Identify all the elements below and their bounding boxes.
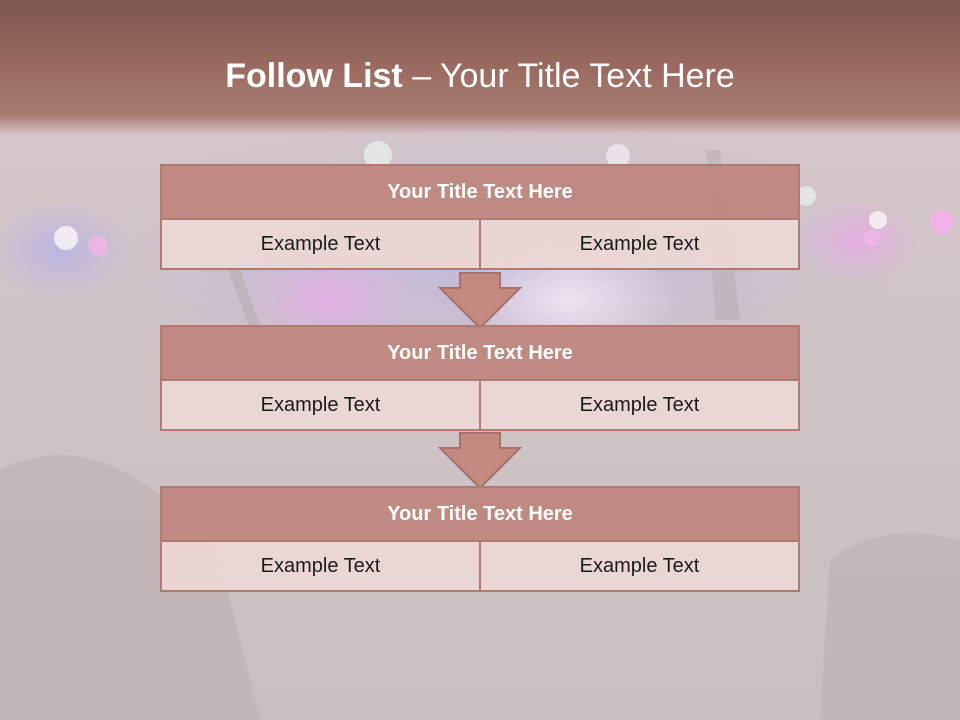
block-title: Your Title Text Here bbox=[160, 164, 800, 220]
block-row: Example Text Example Text bbox=[160, 220, 800, 270]
block-cell-right: Example Text bbox=[481, 542, 800, 592]
block-title: Your Title Text Here bbox=[160, 486, 800, 542]
down-arrow-icon bbox=[438, 272, 522, 330]
block-cell-right: Example Text bbox=[481, 381, 800, 431]
block-row: Example Text Example Text bbox=[160, 381, 800, 431]
slide-title: Follow List – Your Title Text Here bbox=[0, 56, 960, 96]
list-block-2: Your Title Text Here Example Text Exampl… bbox=[160, 325, 800, 431]
block-cell-right: Example Text bbox=[481, 220, 800, 270]
list-block-3: Your Title Text Here Example Text Exampl… bbox=[160, 486, 800, 592]
block-row: Example Text Example Text bbox=[160, 542, 800, 592]
block-title: Your Title Text Here bbox=[160, 325, 800, 381]
down-arrow-icon bbox=[438, 432, 522, 490]
header-band bbox=[0, 0, 960, 135]
block-cell-left: Example Text bbox=[160, 542, 481, 592]
slide-title-rest: – Your Title Text Here bbox=[402, 57, 735, 95]
block-cell-left: Example Text bbox=[160, 220, 481, 270]
slide-title-strong: Follow List bbox=[225, 57, 403, 95]
list-block-1: Your Title Text Here Example Text Exampl… bbox=[160, 164, 800, 270]
block-cell-left: Example Text bbox=[160, 381, 481, 431]
